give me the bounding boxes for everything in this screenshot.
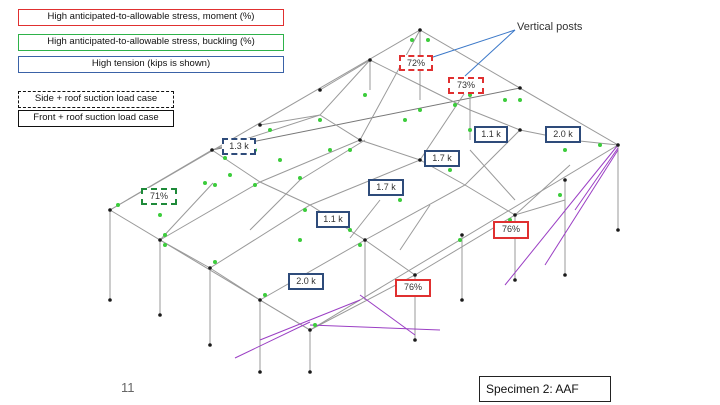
callout-76-a: 76% [493,221,529,239]
node [358,138,362,142]
connection-node [303,208,307,212]
node [418,158,422,162]
node [563,178,567,182]
callout-71: 71% [141,188,177,205]
connection-node [348,148,352,152]
connection-node [418,108,422,112]
node [318,88,322,92]
node [460,298,464,302]
node [208,343,212,347]
node [208,266,212,270]
connection-node [328,148,332,152]
connection-node [163,233,167,237]
node [258,123,262,127]
connection-node [448,168,452,172]
connection-node [518,98,522,102]
page-number: 11 [121,380,135,395]
connection-node [503,98,507,102]
frame-nodes [108,28,620,374]
vertical-posts-label: Vertical posts [517,21,583,33]
cross-bracing [234,144,619,359]
connection-node [116,203,120,207]
vertical-posts-leaders [429,29,516,77]
node [108,208,112,212]
connection-node [163,243,167,247]
node [158,238,162,242]
node [258,298,262,302]
node [413,338,417,342]
connection-node [598,143,602,147]
node [518,86,522,90]
node [616,228,620,232]
connection-node [298,176,302,180]
callout-1-7k-a: 1.7 k [424,150,460,167]
connection-node [268,128,272,132]
node [616,143,620,147]
legend-tension: High tension (kips is shown) [18,56,284,73]
connection-node [398,198,402,202]
node [363,238,367,242]
node [418,28,422,32]
legend-front-case: Front + roof suction load case [18,110,174,127]
node [563,273,567,277]
connection-node [468,128,472,132]
connection-node [263,293,267,297]
connection-node [403,118,407,122]
legend-moment: High anticipated-to-allowable stress, mo… [18,9,284,26]
connection-node [458,238,462,242]
connection-node [410,38,414,42]
node [518,128,522,132]
node [158,313,162,317]
connection-node [468,93,472,97]
node [308,328,312,332]
connection-node [223,156,227,160]
node [258,370,262,374]
node [210,148,214,152]
connection-node [253,183,257,187]
node [108,298,112,302]
connection-node [426,38,430,42]
connection-node [158,213,162,217]
connection-node [298,238,302,242]
callout-73: 73% [448,77,484,94]
connection-node [228,173,232,177]
connection-node [358,243,362,247]
connection-node [453,103,457,107]
node [368,58,372,62]
node [513,278,517,282]
legend-side-case: Side + roof suction load case [18,91,174,108]
node [413,273,417,277]
specimen-label: Specimen 2: AAF [479,376,611,402]
connection-node [313,323,317,327]
connection-node [348,228,352,232]
callout-2-0k-b: 2.0 k [288,273,324,290]
callout-1-3k: 1.3 k [222,138,256,155]
callout-1-1k-b: 1.1 k [316,211,350,228]
connection-node [278,158,282,162]
node [460,233,464,237]
callout-72: 72% [399,55,433,71]
frame-members [109,29,619,372]
connection-node [213,183,217,187]
connection-node [558,193,562,197]
connection-node [213,260,217,264]
node [513,213,517,217]
connection-node [203,181,207,185]
callout-76-b: 76% [395,279,431,297]
node [308,370,312,374]
callout-1-1k-a: 1.1 k [474,126,508,143]
connection-node [318,118,322,122]
connection-node [363,93,367,97]
legend-buckling: High anticipated-to-allowable stress, bu… [18,34,284,51]
connection-node [563,148,567,152]
callout-1-7k-b: 1.7 k [368,179,404,196]
callout-2-0k-a: 2.0 k [545,126,581,143]
